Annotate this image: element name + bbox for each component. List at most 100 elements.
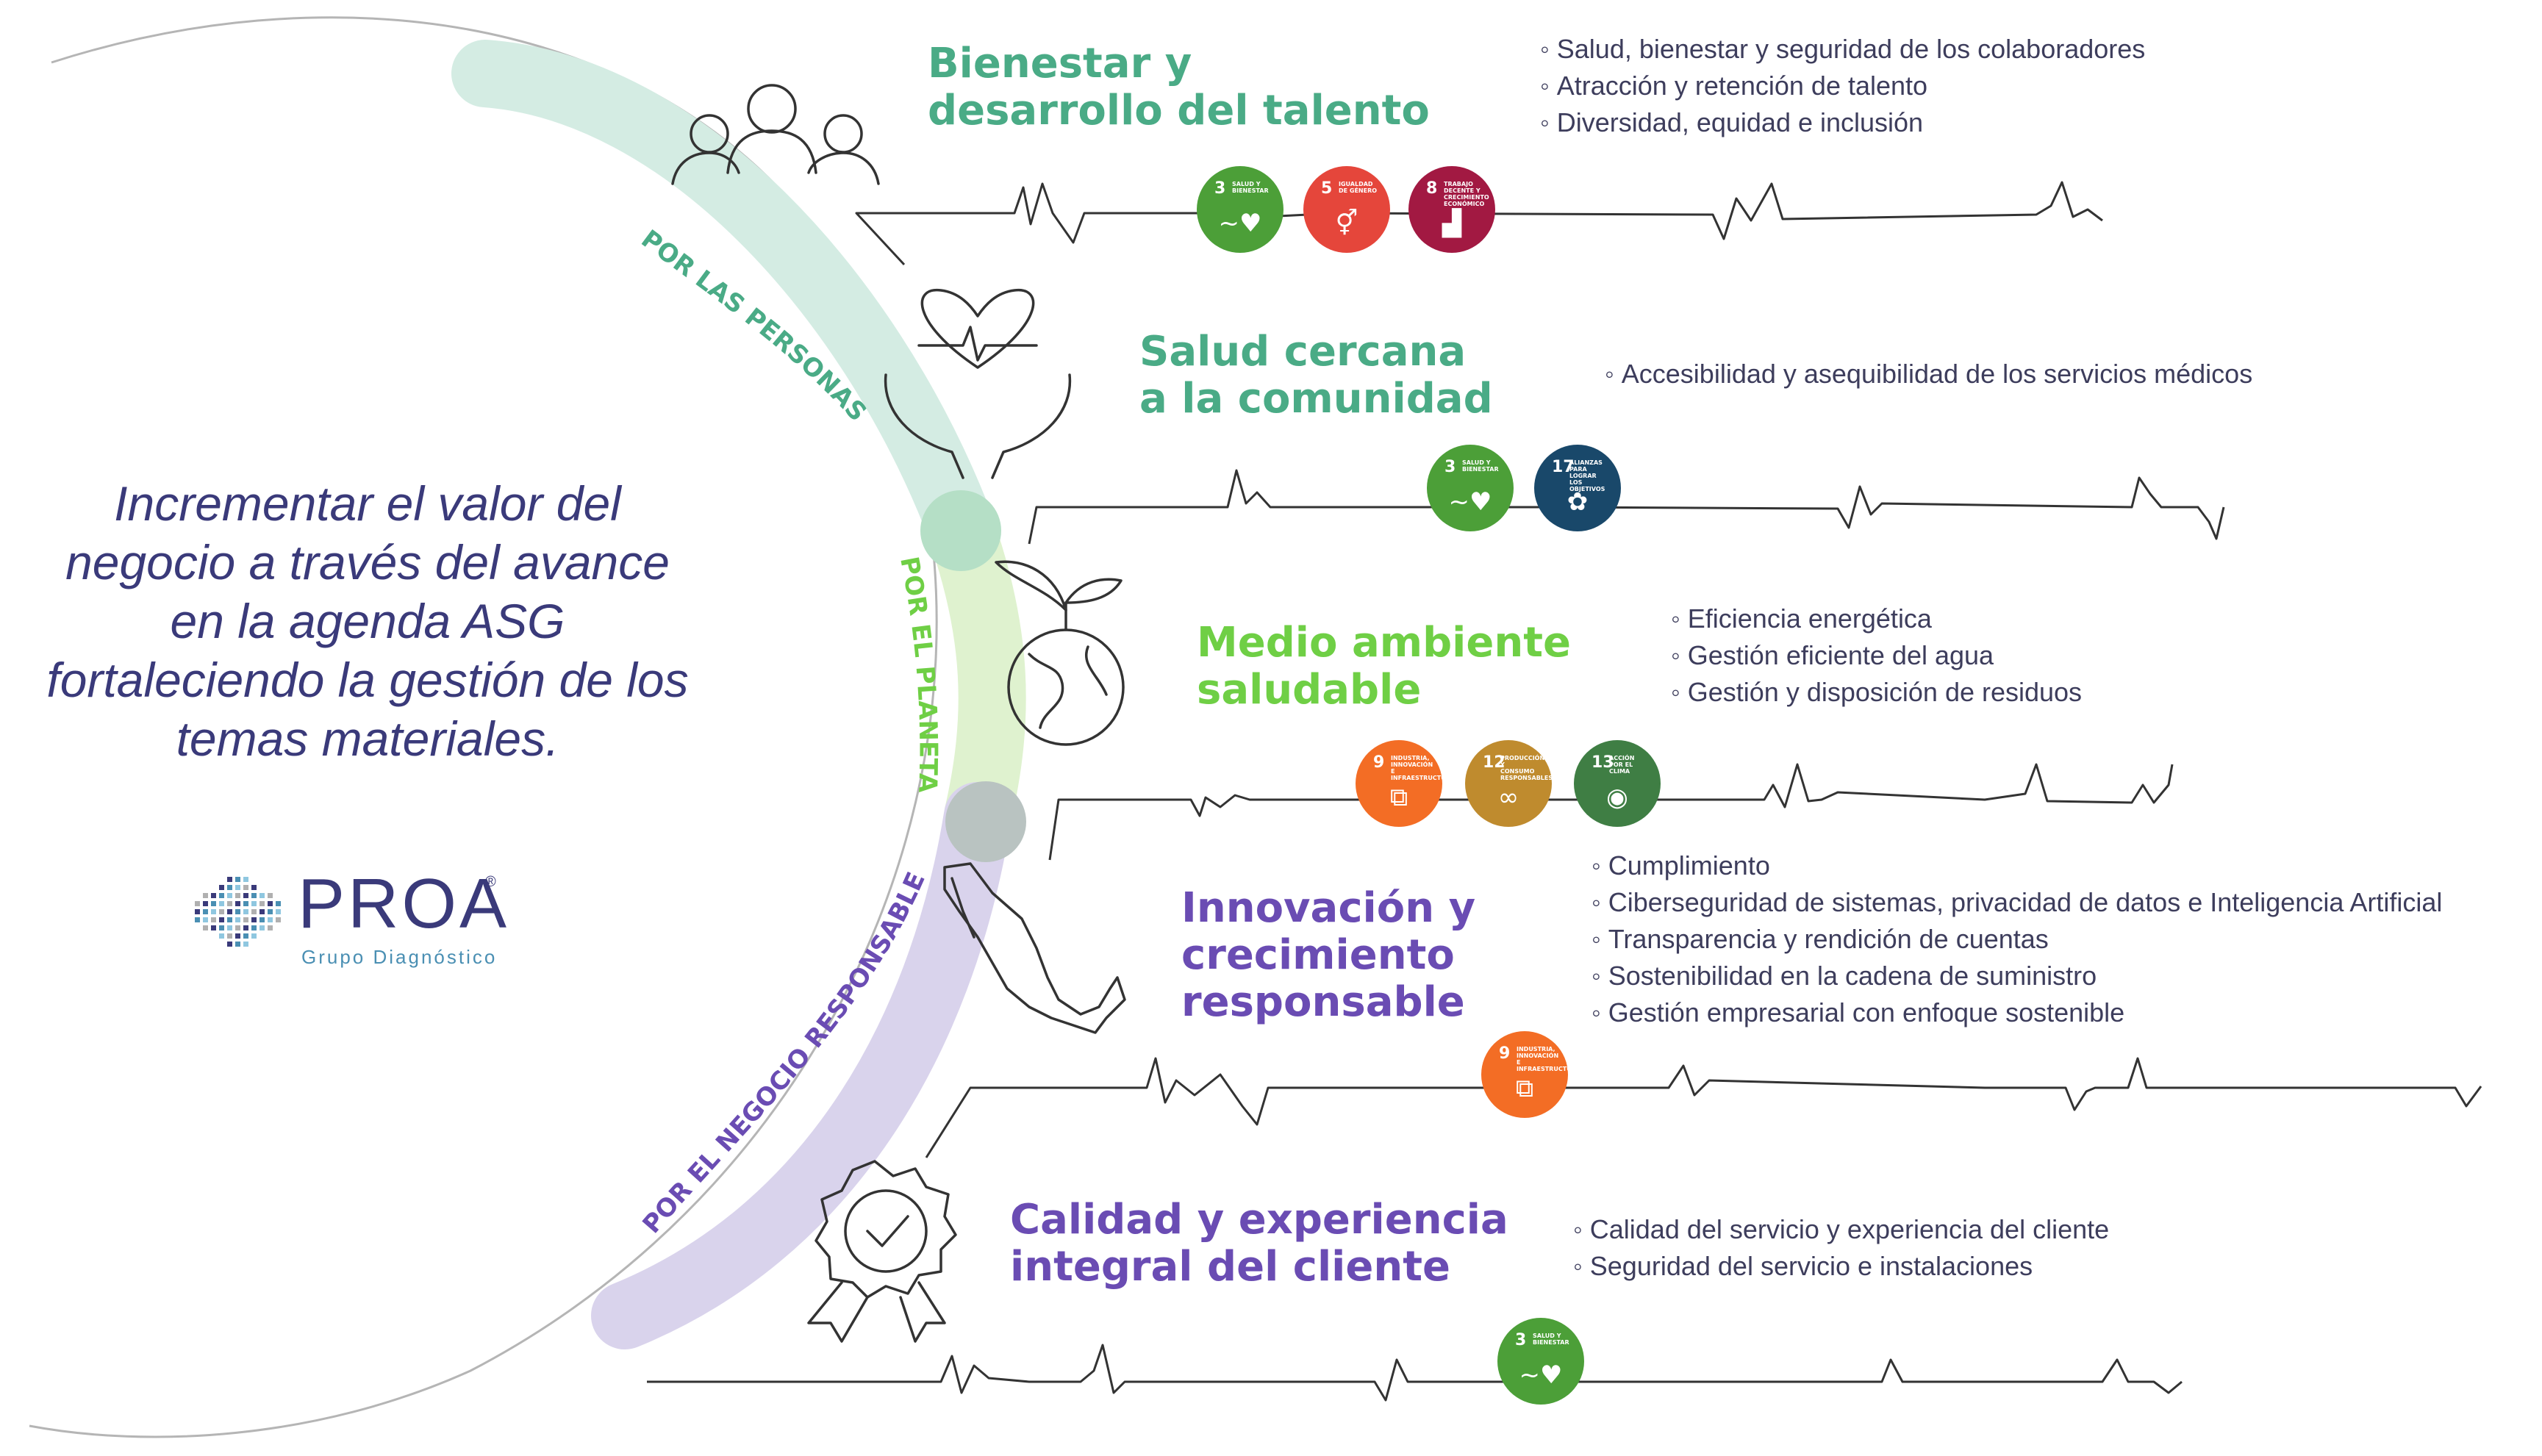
partnership-icon: ✿: [1567, 487, 1589, 517]
logo-dot: [251, 933, 257, 939]
sdg-badge: 13 ACCIÓN POR EL CLIMA ◉: [1574, 740, 1661, 827]
heartbeat-line-ambiente: [1048, 763, 2174, 861]
logo-dot: [235, 885, 240, 890]
logo-dot: [251, 917, 257, 922]
logo-dot: [211, 909, 216, 914]
sdg-label: INDUSTRIA, INNOVACIÓN E INFRAESTRUCTURA: [1391, 755, 1456, 781]
sdg-label: TRABAJO DECENTE Y CRECIMIENTO ECONÓMICO: [1444, 181, 1489, 207]
heartbeat-icon: ~♥: [1519, 1360, 1563, 1390]
sdg-label: SALUD Y BIENESTAR: [1462, 459, 1499, 473]
growth-chart-icon: ▟: [1442, 209, 1462, 238]
cubes-icon: ⧉: [1389, 783, 1408, 812]
logo-dot: [203, 917, 208, 922]
logo-dot: [235, 917, 240, 922]
bullet-item: Gestión eficiente del agua: [1671, 637, 2082, 674]
bullet-item: Sostenibilidad en la cadena de suministr…: [1592, 958, 2442, 994]
logo-dot: [243, 901, 248, 906]
bullet-item: Atracción y retención de talento: [1540, 68, 2145, 104]
pillar-title-talento: Bienestar y desarrollo del talento: [928, 40, 1430, 135]
arc-band-personas: [451, 40, 989, 548]
pillar-title-innovacion: Innovación y crecimiento responsable: [1181, 885, 1475, 1026]
quality-badge-icon: [807, 1160, 957, 1343]
sdg-label: ACCIÓN POR EL CLIMA: [1609, 755, 1635, 775]
cubes-icon: ⧉: [1515, 1074, 1534, 1103]
bullet-item: Calidad del servicio y experiencia del c…: [1573, 1211, 2109, 1248]
logo-dot: [259, 909, 265, 914]
logo-dot: [195, 917, 200, 922]
mexico-map-icon: [943, 862, 1126, 1034]
logo-dot: [211, 901, 216, 906]
logo-dot: [251, 909, 257, 914]
logo-dot: [227, 917, 232, 922]
logo-dot: [203, 901, 208, 906]
logo-dot: [235, 942, 240, 947]
logo-dot: [219, 909, 224, 914]
title-line: crecimiento: [1181, 931, 1455, 979]
mission-line: en la agenda ASG: [170, 594, 565, 648]
infinity-icon: ∞: [1497, 783, 1519, 812]
pillar-bullets-cliente: Calidad del servicio y experiencia del c…: [1573, 1211, 2109, 1285]
logo-dot: [227, 925, 232, 930]
logo-dot: [268, 917, 273, 922]
arc-junction-planeta-negocio: [945, 781, 1026, 862]
logo-dot: [227, 893, 232, 898]
title-line: Bienestar y: [928, 40, 1192, 87]
logo-dot: [276, 917, 281, 922]
logo-dot: [219, 885, 224, 890]
logo-dot: [251, 901, 257, 906]
sdg-number: 8: [1426, 179, 1438, 198]
sdg-label: PRODUCCIÓN Y CONSUMO RESPONSABLES: [1500, 755, 1553, 781]
logo-dot: [219, 925, 224, 930]
sdg-badge: 12 PRODUCCIÓN Y CONSUMO RESPONSABLES ∞: [1465, 740, 1553, 827]
heartbeat-line-innovacion: [925, 1057, 2482, 1158]
logo-dot: [235, 909, 240, 914]
logo-dot: [243, 917, 248, 922]
title-line: Innovación y: [1181, 884, 1476, 932]
heartbeat-line-cliente: [647, 1344, 2183, 1402]
logo-dot: [259, 901, 265, 906]
logo-dot: [195, 901, 200, 906]
bullet-item: Seguridad del servicio e instalaciones: [1573, 1248, 2109, 1285]
sdg-badge: 3 SALUD Y BIENESTAR ~♥: [1197, 166, 1283, 253]
pillar-bullets-ambiente: Eficiencia energética Gestión eficiente …: [1671, 600, 2082, 711]
sdg-badge: 3 SALUD Y BIENESTAR ~♥: [1427, 445, 1514, 531]
logo-dot: [211, 893, 216, 898]
title-line: desarrollo del talento: [928, 87, 1430, 135]
logo-dot: [219, 917, 224, 922]
sdg-number: 13: [1592, 753, 1614, 772]
sdg-number: 17: [1552, 458, 1575, 476]
mission-line: fortaleciendo la gestión de los: [46, 653, 689, 707]
title-line: Medio ambiente: [1197, 619, 1571, 667]
arc-junction-personas-planeta: [920, 490, 1001, 571]
logo-dot: [211, 925, 216, 930]
proa-logo: PROA ® Grupo Diagnóstico: [187, 864, 511, 981]
sdg-badge: 5 IGUALDAD DE GÉNERO ⚥: [1303, 166, 1390, 253]
logo-dot: [235, 877, 240, 882]
sdg-label: IGUALDAD DE GÉNERO: [1339, 181, 1378, 194]
logo-dot: [268, 909, 273, 914]
bullet-item: Transparencia y rendición de cuentas: [1592, 921, 2442, 958]
outer-thin-arc: [29, 16, 938, 1438]
logo-dot: [227, 877, 232, 882]
logo-dot: [243, 893, 248, 898]
bullet-item: Salud, bienestar y seguridad de los cola…: [1540, 31, 2146, 68]
logo-dot: [203, 925, 208, 930]
pillar-title-ambiente: Medio ambiente saludable: [1197, 620, 1571, 714]
sdg-number: 9: [1499, 1044, 1511, 1063]
logo-dot: [227, 885, 232, 890]
sdg-label: SALUD Y BIENESTAR: [1533, 1333, 1569, 1346]
logo-dot: [259, 893, 265, 898]
eye-icon: ◉: [1606, 783, 1628, 812]
heartbeat-line-comunidad: [1028, 469, 2225, 545]
pillar-title-cliente: Calidad y experiencia integral del clien…: [1010, 1197, 1508, 1291]
logo-dot: [219, 893, 224, 898]
arc-band-negocio: [591, 782, 1012, 1349]
bullet-item: Ciberseguridad de sistemas, privacidad d…: [1592, 884, 2443, 921]
bullet-item: Gestión empresarial con enfoque sostenib…: [1592, 994, 2442, 1031]
logo-dot: [251, 893, 257, 898]
title-line: integral del cliente: [1010, 1243, 1450, 1291]
logo-dot: [235, 925, 240, 930]
title-line: Salud cercana: [1139, 328, 1467, 376]
heart-hands-icon: [884, 288, 1072, 479]
